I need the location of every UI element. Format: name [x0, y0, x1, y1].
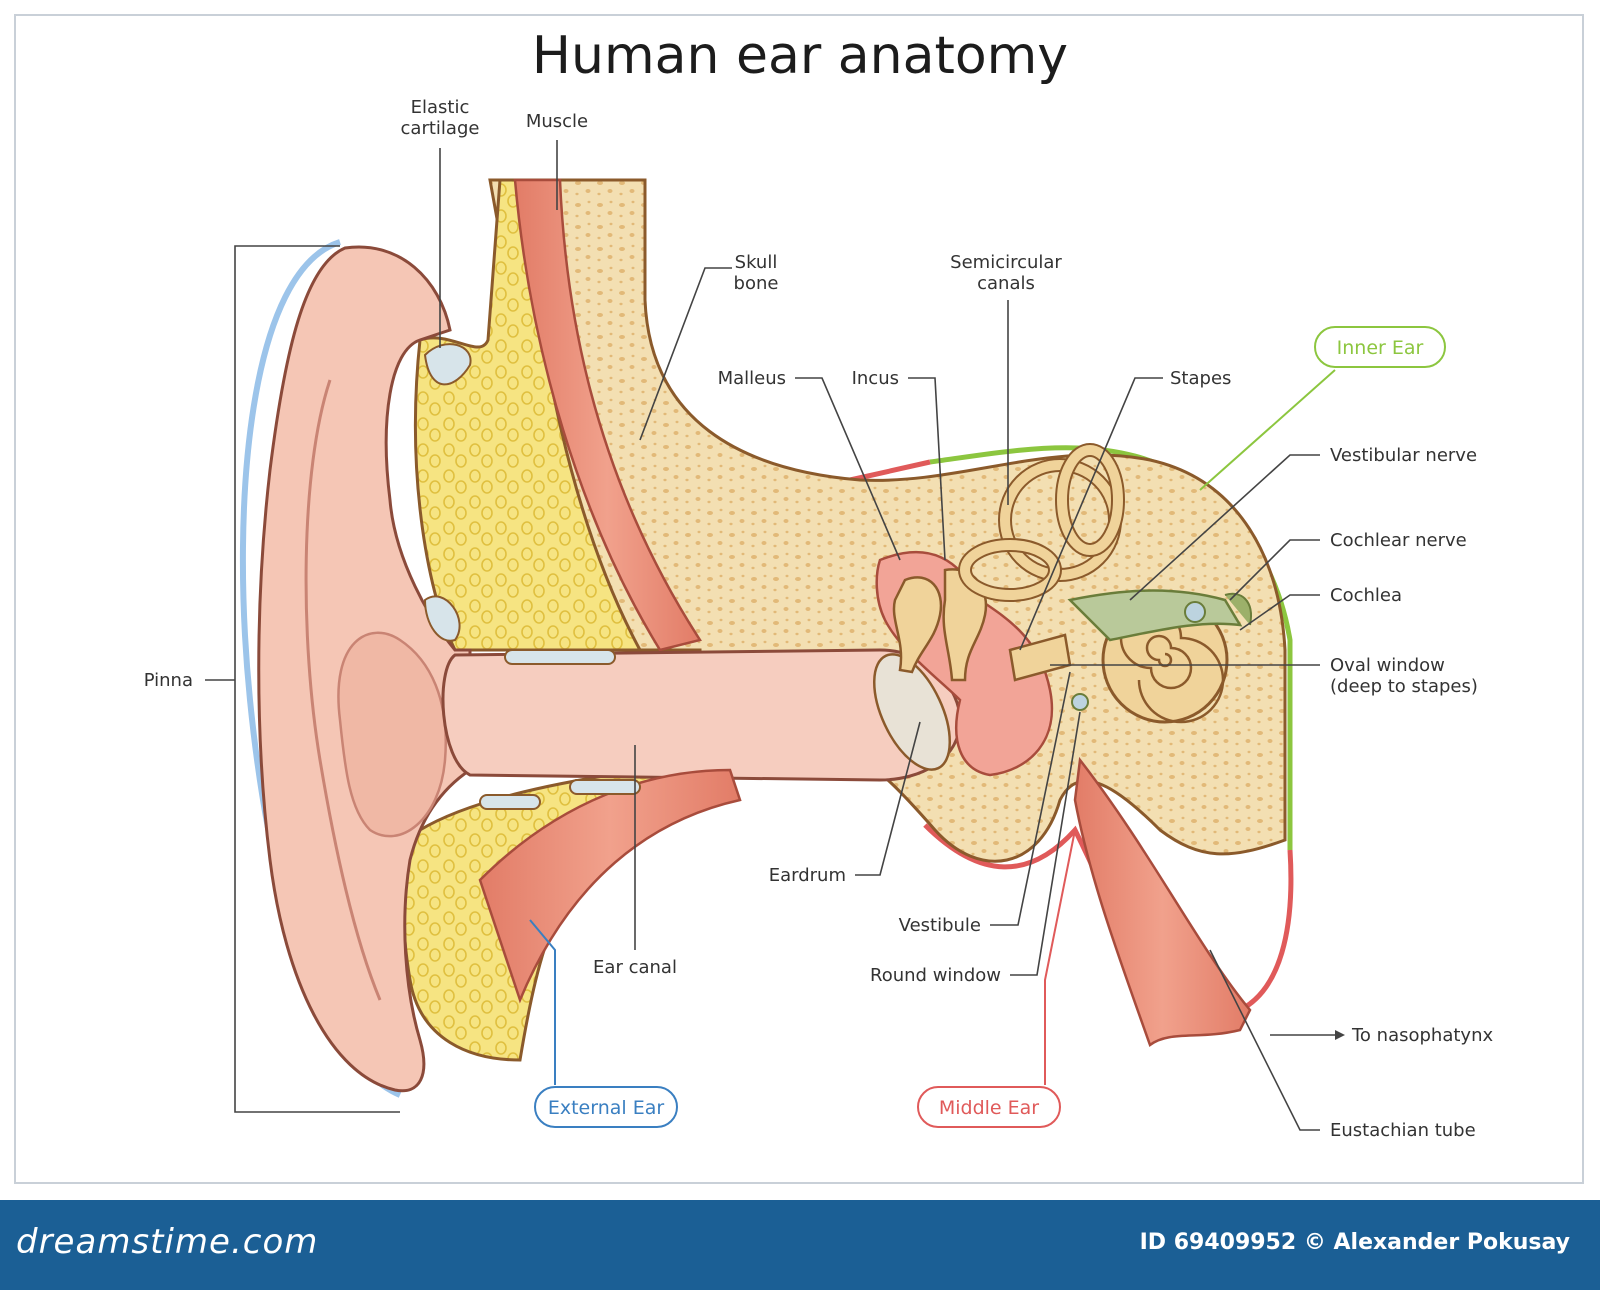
label-skull-bone-1: Skull: [735, 252, 778, 273]
label-incus: Incus: [852, 368, 899, 389]
label-semicircular-2: canals: [977, 273, 1035, 294]
lead-vestibule: [990, 671, 1071, 926]
vestibular-nerve-branch: [1224, 592, 1252, 626]
lead-malleus: [795, 377, 901, 561]
lead-round-window: [1010, 711, 1081, 976]
cochlea-spiral: [1119, 606, 1225, 724]
label-stapes: Stapes: [1170, 368, 1231, 389]
label-eardrum: Eardrum: [769, 865, 846, 886]
pinna-concha: [337, 631, 447, 838]
label-malleus: Malleus: [718, 368, 786, 389]
label-round-window: Round window: [870, 965, 1001, 986]
skull-bone: [488, 178, 1287, 863]
muscle-upper: [513, 178, 702, 652]
semicircular-canal-3-fill: [960, 540, 1060, 600]
round-window: [1071, 693, 1089, 711]
lead-vestibular-nerve: [1129, 454, 1320, 601]
label-oval-window-1: Oval window: [1330, 655, 1445, 676]
vestibule-blob: [1184, 601, 1206, 623]
lead-skull-bone: [639, 267, 732, 441]
label-cochlea: Cochlea: [1330, 585, 1402, 606]
semicircular-canal-2-fill: [1057, 445, 1123, 555]
middle-ear-pill: [917, 1086, 1061, 1128]
lead-eustachian-tube: [1209, 949, 1320, 1131]
lead-cochlear-nerve: [1229, 539, 1320, 601]
label-vestibule: Vestibule: [899, 915, 981, 936]
lead-incus: [908, 377, 946, 561]
external-ear-pill: [534, 1086, 678, 1128]
image-credit: ID 69409952 © Alexander Pokusay: [1139, 1230, 1570, 1255]
label-semicircular-1: Semicircular: [950, 252, 1062, 273]
cartilage-strip-upper: [504, 649, 616, 665]
pinna-bracket: [234, 245, 400, 1113]
cartilage-strip-lower: [479, 794, 541, 810]
label-ear-canal: Ear canal: [593, 957, 677, 978]
lead-external-ear: [529, 919, 556, 1085]
label-oval-window-2: (deep to stapes): [1330, 676, 1478, 697]
label-elastic-cartilage-1: Elastic: [411, 97, 470, 118]
dreamstime-logo[interactable]: dreamstime.com: [16, 1222, 319, 1262]
cartilage-strip-lower-2: [569, 779, 641, 795]
ear-anatomy-diagram: Inner Ear External Ear Middle Ear Elasti…: [144, 97, 1494, 1141]
middle-ear-outline-top: [849, 459, 931, 483]
eardrum: [872, 653, 952, 771]
pinna-helix-inner: [304, 379, 382, 1001]
label-elastic-cartilage-2: cartilage: [401, 118, 480, 139]
middle-ear-label: Middle Ear: [939, 1097, 1039, 1119]
label-cochlear-nerve: Cochlear nerve: [1330, 530, 1467, 551]
lead-inner-ear: [1199, 369, 1336, 491]
elastic-cartilage-top: [423, 343, 472, 386]
malleus: [892, 576, 943, 674]
cartilage-fat-upper: [413, 178, 643, 652]
elastic-cartilage-mid: [423, 595, 461, 642]
inner-ear-pill: [1314, 326, 1446, 368]
label-muscle: Muscle: [526, 111, 588, 132]
lead-cochlea: [1239, 594, 1320, 631]
diagram-title: Human ear anatomy: [531, 26, 1069, 86]
lead-stapes: [1019, 377, 1163, 651]
label-pinna: Pinna: [144, 670, 193, 691]
lead-middle-ear: [1044, 829, 1076, 1085]
label-vestibular-nerve: Vestibular nerve: [1330, 445, 1477, 466]
external-ear-label: External Ear: [548, 1097, 665, 1119]
arrow-to-nasopharynx: [1335, 1030, 1345, 1040]
inner-ear-label: Inner Ear: [1337, 337, 1424, 359]
footer-bar: dreamstime.com ID 69409952 © Alexander P…: [0, 1200, 1600, 1290]
label-eustachian-tube: Eustachian tube: [1330, 1120, 1476, 1141]
label-skull-bone-2: bone: [734, 273, 779, 294]
eustachian-tube-muscle: [1073, 756, 1252, 1048]
label-to-nasopharynx: To nasophatynx: [1351, 1025, 1493, 1046]
muscle-lower: [478, 768, 742, 1004]
lead-eardrum: [855, 721, 921, 876]
